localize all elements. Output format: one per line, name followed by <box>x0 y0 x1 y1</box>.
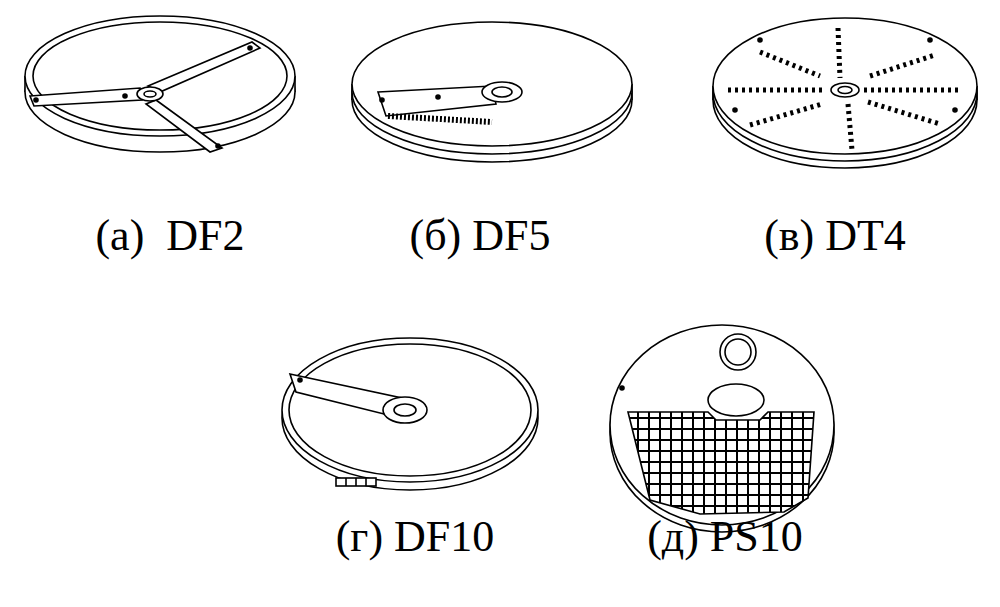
caption-label: (г) DF10 <box>336 513 495 561</box>
slicing-disc <box>352 22 632 162</box>
caption-label: (д) PS10 <box>647 513 803 561</box>
caption-label: (б) DF5 <box>410 212 551 260</box>
dicing-grid <box>610 325 834 532</box>
caption-label: (в) DT4 <box>764 212 906 260</box>
slicing-disc <box>25 16 295 152</box>
grating-disc <box>713 18 977 168</box>
slicing-disc <box>282 338 538 490</box>
caption-label: (а) DF2 <box>95 212 244 260</box>
